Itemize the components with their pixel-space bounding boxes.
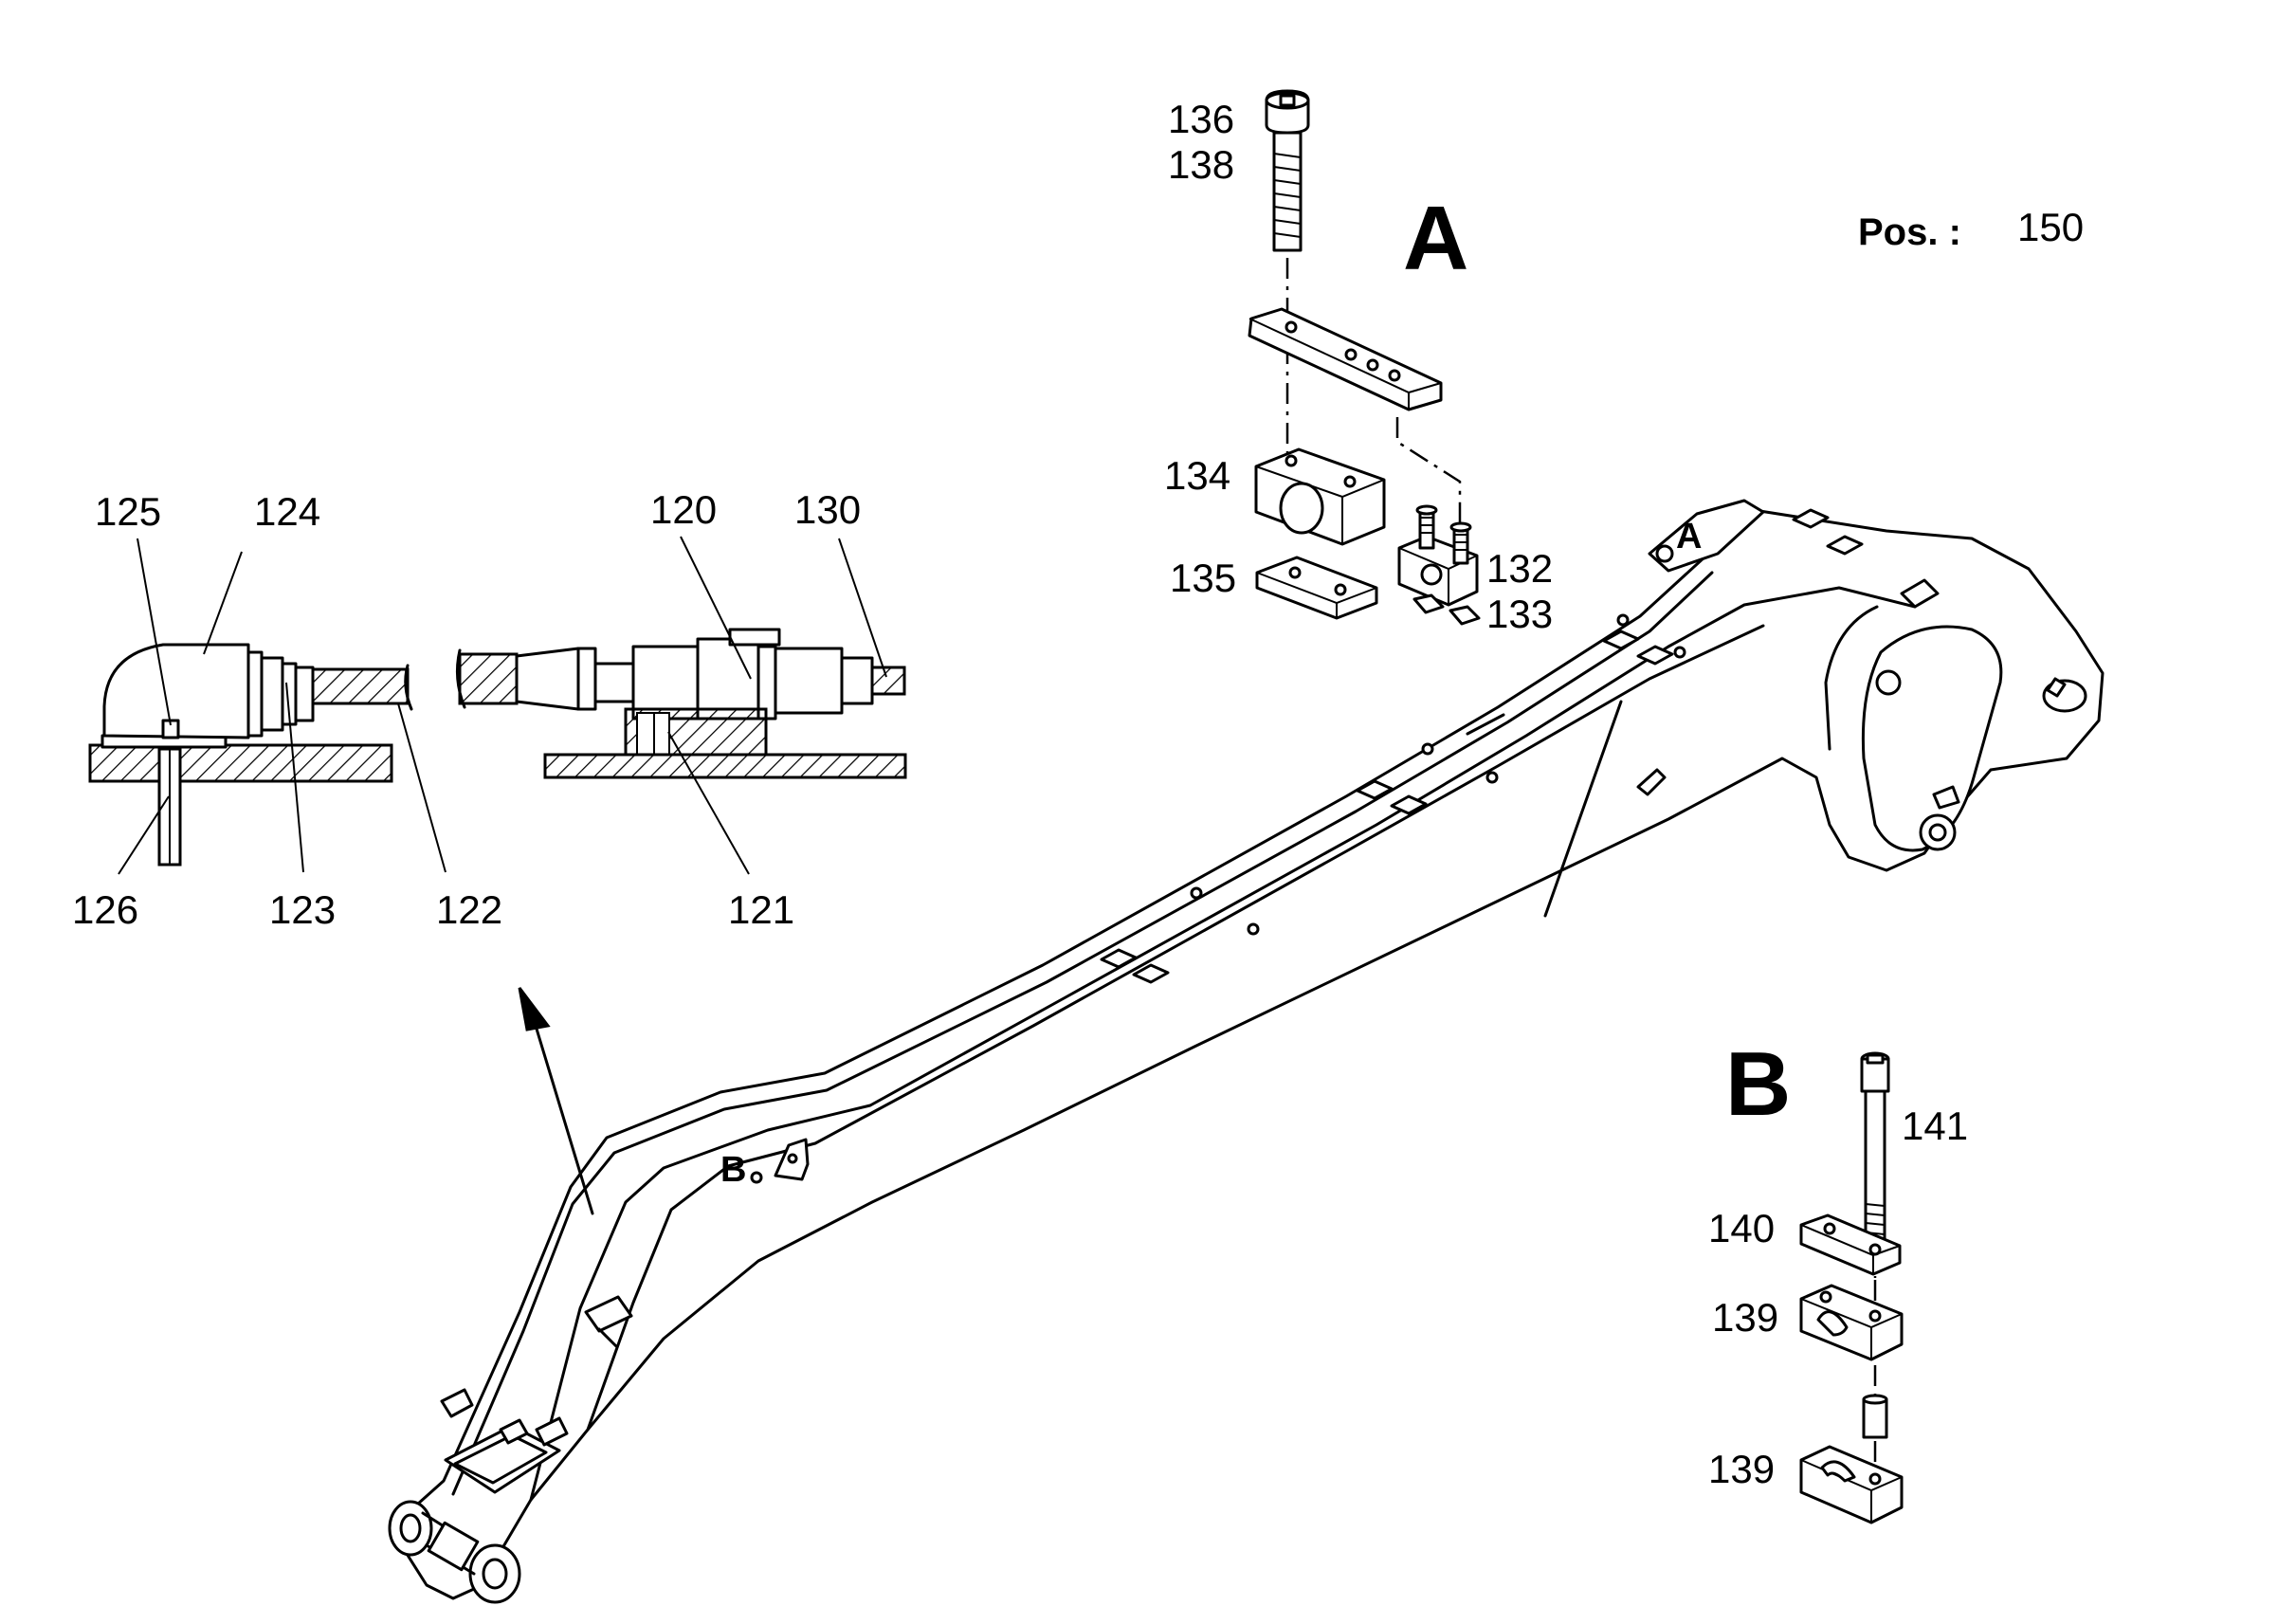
callout-139-lower: 139 <box>1708 1447 1775 1491</box>
view-arrow <box>518 987 594 1215</box>
leader-lines-middle <box>667 536 887 875</box>
marker-b: B <box>720 1150 746 1190</box>
callout-126: 126 <box>72 887 138 932</box>
callout-120: 120 <box>650 487 717 532</box>
callout-140: 140 <box>1708 1206 1775 1250</box>
detail-b-assembly <box>1799 1051 1904 1524</box>
callout-numbers: 125 124 120 130 126 123 122 121 136 138 … <box>72 97 1968 1491</box>
pos-label: Pos. : <box>1858 211 1961 253</box>
detail-b-label: B <box>1725 1033 1791 1135</box>
callout-132: 132 <box>1486 546 1553 591</box>
callout-138: 138 <box>1168 142 1234 187</box>
callout-122: 122 <box>436 887 502 932</box>
detail-a-label: A <box>1403 188 1468 289</box>
callout-141: 141 <box>1902 1104 1968 1148</box>
marker-a: A <box>1676 517 1702 557</box>
pos-value: 150 <box>2017 205 2084 249</box>
callout-135: 135 <box>1170 556 1236 600</box>
callout-121: 121 <box>728 887 794 932</box>
sensor-detail <box>455 628 907 779</box>
callout-139-upper: 139 <box>1712 1295 1778 1340</box>
leader-lines-left <box>118 538 446 875</box>
callout-125: 125 <box>95 489 161 534</box>
callout-130: 130 <box>794 487 861 532</box>
callout-123: 123 <box>269 887 336 932</box>
callout-134: 134 <box>1164 453 1230 498</box>
callout-124: 124 <box>254 489 320 534</box>
callout-136: 136 <box>1168 97 1234 141</box>
connector-detail <box>88 643 413 867</box>
detail-a-assembly <box>1248 89 1481 626</box>
boom-drawing <box>388 499 2105 1604</box>
callout-133: 133 <box>1486 592 1553 636</box>
